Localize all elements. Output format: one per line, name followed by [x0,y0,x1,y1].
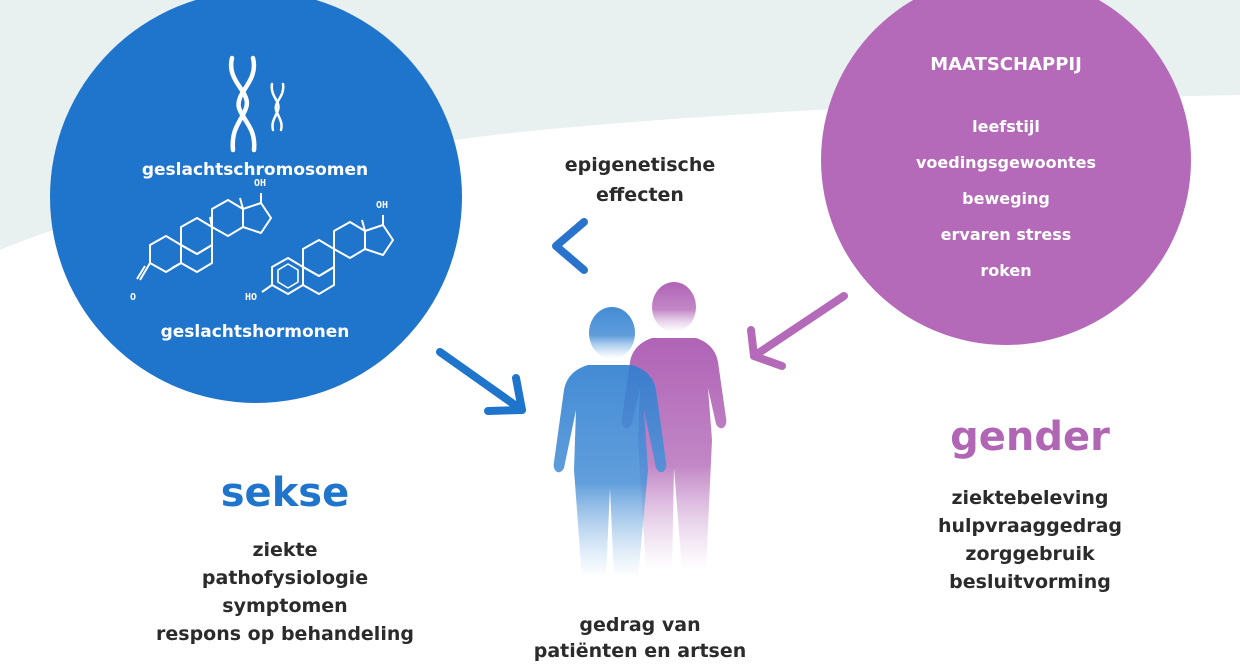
gender-item: ziektebeleving [951,487,1109,509]
society-item: roken [980,261,1032,280]
estradiol-molecule-icon [261,215,394,295]
epigenetic-arrow [552,218,731,274]
sekse-item: symptomen [222,595,348,617]
gender-item: hulpvraaggedrag [937,515,1123,537]
chromosome-x-icon [228,55,257,153]
gender-arrow [747,292,848,370]
gender-circle [821,0,1191,345]
gender-item: besluitvorming [949,571,1111,593]
sekse-title: sekse [220,470,350,516]
gender-list: ziektebeleving hulpvraaggedrag zorggebru… [880,484,1180,596]
society-item: voedingsgewoontes [915,153,1097,172]
chromosome-y-icon [270,82,285,132]
ketone-label: O [130,292,136,303]
chromosomes-label: geslachtschromosomen [141,160,369,180]
gender-item: zorggebruik [965,543,1095,565]
testosterone-molecule-icon [136,193,272,281]
epigenetic-line: effecten [596,184,684,206]
epigenetic-label: epigenetische effecten [510,150,770,210]
society-item: beweging [962,189,1050,208]
oh-label-left: OH [254,178,266,189]
sekse-list: ziekte pathofysiologie symptomen respons… [100,536,470,648]
oh-label-right: OH [376,200,388,211]
society-list: leefstijl voedingsgewoontes beweging erv… [826,109,1186,289]
people-label: gedrag van patiënten en artsen [490,612,790,664]
society-item: ervaren stress [940,225,1072,244]
sekse-arrow [436,348,526,415]
phenol-label: HO [245,292,257,303]
sekse-item: respons op behandeling [156,623,414,645]
man-figure-icon [553,307,667,578]
people-line: gedrag van [579,614,701,636]
people-line: patiënten en artsen [533,640,747,662]
epigenetic-line: epigenetische [564,154,716,176]
sekse-circle [50,0,462,403]
society-title: MAATSCHAPPIJ [930,54,1082,75]
sekse-item: pathofysiologie [201,567,369,589]
sekse-item: ziekte [252,539,318,561]
hormones-label: geslachtshormonen [160,322,350,342]
gender-title: gender [950,414,1110,460]
society-item: leefstijl [972,117,1040,136]
